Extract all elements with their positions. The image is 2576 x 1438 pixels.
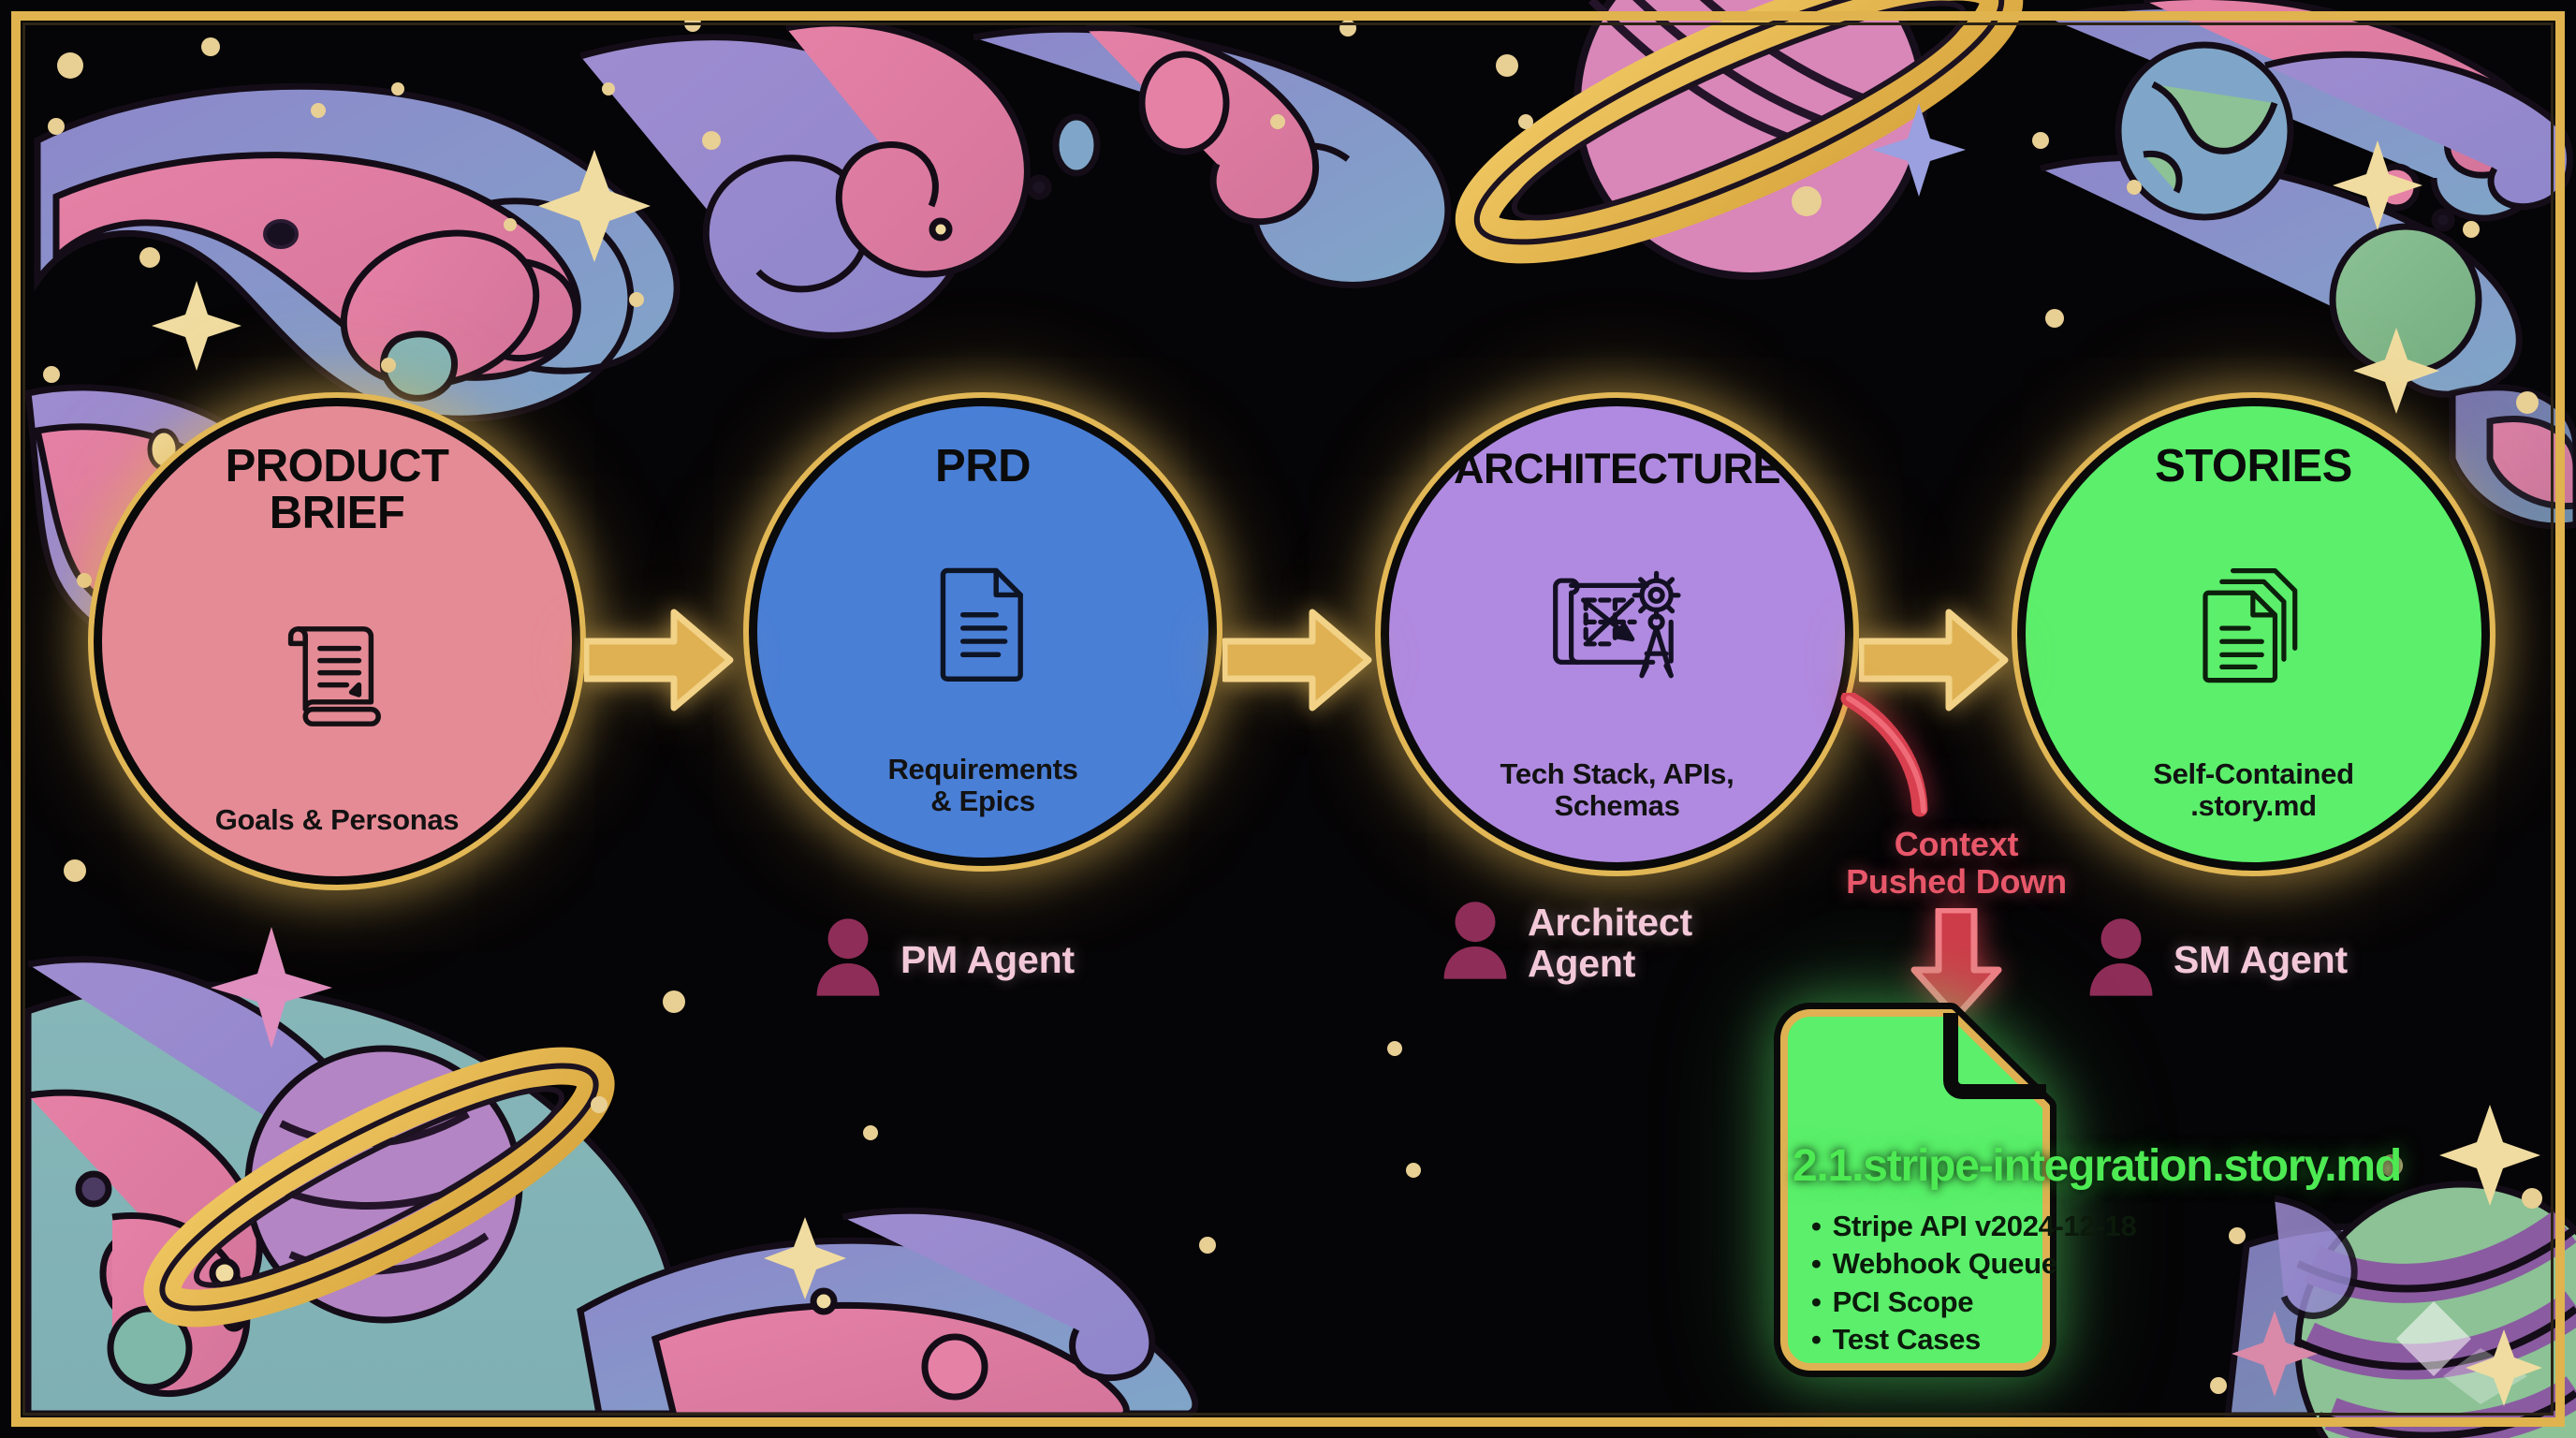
flow-arrow-2 — [1222, 609, 1372, 712]
node-title-line1: STORIES — [2155, 441, 2352, 492]
flow-arrow-1 — [584, 609, 734, 712]
node-subtitle-line1: Self-Contained — [2153, 757, 2354, 791]
node-subtitle-line2: .story.md — [2190, 788, 2317, 822]
down-arrow-icon — [1910, 908, 2002, 1020]
pipeline-node-stories[interactable]: STORIES Self-Contained .story.md — [2012, 392, 2496, 876]
agent-label-block: Architect Agent — [1528, 902, 1692, 984]
context-line2: Pushed Down — [1846, 861, 2067, 901]
node-title-line1: PRD — [935, 441, 1031, 492]
person-icon — [1442, 901, 1509, 986]
story-bullet: PCI Scope — [1811, 1284, 2136, 1321]
nebula-right — [2449, 384, 2576, 530]
dot-stars — [43, 15, 2542, 1394]
curved-arrow-icon — [1840, 693, 1928, 817]
planet-ringed-top — [1455, 0, 2024, 280]
nebula-bottom-middle — [577, 1207, 1199, 1419]
pipeline-node-prd[interactable]: PRD Requirements & Epics — [743, 392, 1222, 872]
agent-label-line2: Agent — [1528, 941, 1636, 985]
node-subtitle-line1: Tech Stack, APIs, — [1500, 757, 1734, 791]
agent-sm[interactable]: SM Agent — [2087, 917, 2348, 1003]
context-pushed-down-label: Context Pushed Down — [1807, 826, 2106, 900]
pipeline-node-architecture[interactable]: ARCHITECTURE — [1375, 392, 1859, 876]
story-card-bullets: Stripe API v2024-12-18 Webhook Queue PCI… — [1811, 1208, 2137, 1358]
agent-label: SM Agent — [2174, 937, 2348, 981]
story-bullet: Webhook Queue — [1811, 1245, 2136, 1283]
story-bullet: Stripe API v2024-12-18 — [1811, 1208, 2137, 1245]
story-bullet: Test Cases — [1811, 1321, 2136, 1358]
node-subtitle-line2: Schemas — [1554, 788, 1680, 822]
person-icon — [2087, 917, 2155, 1003]
scroll-icon — [276, 609, 398, 731]
node-subtitle-line1: Requirements — [887, 753, 1078, 786]
agent-architect[interactable]: Architect Agent — [1442, 901, 1692, 986]
agent-label-line1: Architect — [1528, 901, 1692, 945]
nebula-top-middle — [579, 20, 1452, 339]
nebula-top-right — [2040, 0, 2573, 398]
node-title-line1: PRODUCT — [225, 441, 449, 492]
context-line1: Context — [1894, 825, 2019, 863]
flow-arrow-3 — [1859, 609, 2009, 712]
person-icon — [814, 917, 882, 1003]
nebula-bottom-left — [24, 956, 681, 1417]
story-card-filename: 2.1.stripe-integration.story.md — [1793, 1141, 2402, 1191]
node-title-line2: BRIEF — [269, 487, 405, 538]
agent-pm[interactable]: PM Agent — [814, 917, 1075, 1003]
pipeline-node-product-brief[interactable]: PRODUCT BRIEF Goals & Personas — [88, 392, 586, 890]
blueprint-gear-compass-icon — [1543, 564, 1692, 685]
node-title-line1: ARCHITECTURE — [1454, 445, 1781, 492]
planet-striped-bottom-right — [2293, 1181, 2576, 1438]
agent-label: PM Agent — [900, 937, 1075, 981]
stacked-documents-icon — [2193, 562, 2315, 688]
node-subtitle: Goals & Personas — [214, 802, 460, 836]
node-subtitle-line2: & Epics — [930, 784, 1035, 817]
sparkle-stars — [152, 103, 2542, 1406]
document-icon — [927, 562, 1039, 683]
